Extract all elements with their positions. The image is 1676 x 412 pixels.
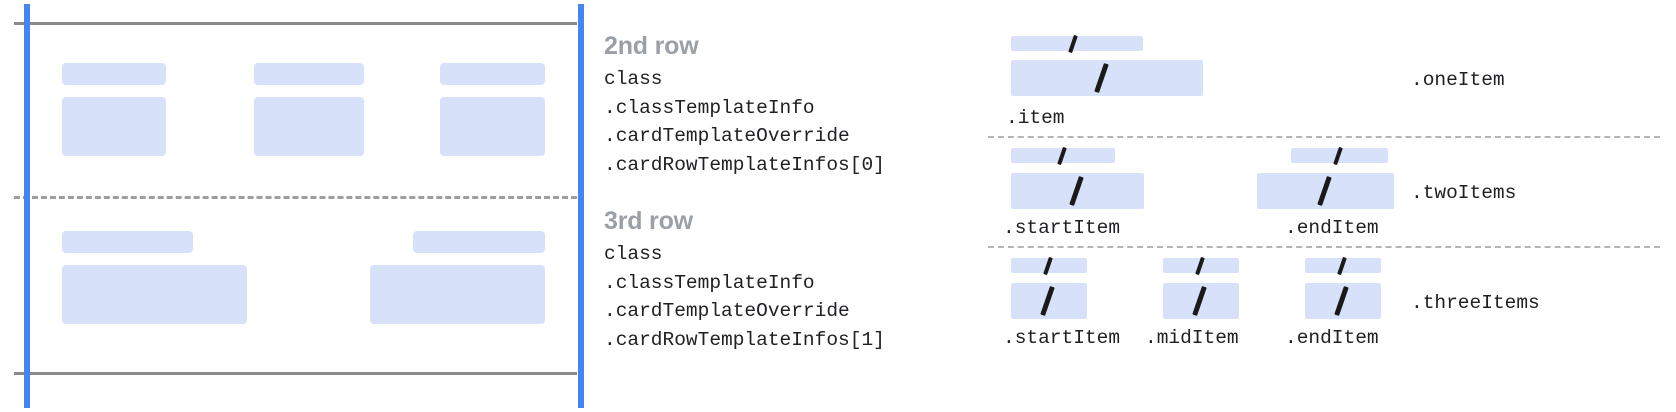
slash-glyph xyxy=(1317,176,1332,206)
placeholder-bar xyxy=(1305,256,1381,276)
placeholder-box xyxy=(1011,173,1144,209)
placeholder-bar xyxy=(440,63,545,85)
placeholder-box xyxy=(1011,283,1087,319)
slash-glyph xyxy=(1068,34,1078,54)
slash-glyph xyxy=(1069,176,1084,206)
placeholder-box xyxy=(254,97,364,156)
annotation-line: .cardTemplateOverride xyxy=(604,125,850,147)
placeholder-box xyxy=(62,265,247,324)
slash-glyph xyxy=(1094,63,1109,93)
annotation-line: .classTemplateInfo xyxy=(604,96,815,119)
variant-item-label: .startItem xyxy=(1003,217,1121,239)
variant-separator xyxy=(988,136,1660,138)
placeholder-box xyxy=(440,97,545,156)
annotation-line: class xyxy=(604,243,663,265)
bottom-boundary-rule xyxy=(14,372,577,375)
slash-glyph xyxy=(1057,146,1067,166)
card-row-preview-panel xyxy=(0,0,592,412)
placeholder-bar xyxy=(1011,146,1115,166)
slash-glyph xyxy=(1043,256,1053,276)
slash-glyph xyxy=(1192,286,1207,316)
placeholder-bar xyxy=(254,63,364,85)
placeholder-box xyxy=(1011,60,1203,96)
slash-glyph xyxy=(1337,256,1347,276)
item-variant-panel: .item .oneItem .startItem xyxy=(980,0,1676,412)
left-guide-line xyxy=(24,4,30,408)
slash-glyph xyxy=(1333,146,1343,166)
annotation-line: .classTemplateInfo xyxy=(604,271,815,294)
placeholder-box xyxy=(1163,283,1239,319)
top-boundary-rule xyxy=(14,22,577,25)
variant-group-label: .threeItems xyxy=(1411,292,1540,314)
placeholder-bar xyxy=(1163,256,1239,276)
variant-item-label: .item xyxy=(1006,107,1065,129)
right-guide-line xyxy=(578,4,584,408)
placeholder-bar xyxy=(62,231,193,253)
annotation-line: .cardRowTemplateInfos[0] xyxy=(604,153,885,176)
variant-separator xyxy=(988,246,1660,248)
placeholder-box xyxy=(1305,283,1381,319)
annotation-line: .cardTemplateOverride xyxy=(604,300,850,322)
annotation-title: 3rd row xyxy=(604,207,693,235)
annotation-group-second-row: 2nd row class .classTemplateInfo .cardTe… xyxy=(604,30,885,179)
placeholder-box xyxy=(62,97,166,156)
placeholder-bar xyxy=(413,231,545,253)
variant-group-label: .twoItems xyxy=(1411,182,1517,204)
variant-item-label: .startItem xyxy=(1003,327,1121,349)
variant-item-label: .endItem xyxy=(1285,327,1379,349)
annotation-line: .cardRowTemplateInfos[1] xyxy=(604,328,885,351)
variant-item-label: .endItem xyxy=(1285,217,1379,239)
variant-item-label: .midItem xyxy=(1145,327,1239,349)
slash-glyph xyxy=(1040,286,1055,316)
row-divider-dashed xyxy=(14,196,577,199)
placeholder-bar xyxy=(1011,34,1143,54)
placeholder-bar xyxy=(62,63,166,85)
placeholder-bar xyxy=(1291,146,1388,166)
slash-glyph xyxy=(1195,256,1205,276)
placeholder-box xyxy=(1257,173,1394,209)
placeholder-box xyxy=(370,265,545,324)
annotation-title: 2nd row xyxy=(604,32,699,60)
placeholder-bar xyxy=(1011,256,1087,276)
annotation-panel: 2nd row class .classTemplateInfo .cardTe… xyxy=(600,0,960,412)
variant-group-label: .oneItem xyxy=(1411,69,1505,91)
annotation-line: class xyxy=(604,68,663,90)
annotation-group-third-row: 3rd row class .classTemplateInfo .cardTe… xyxy=(604,205,885,354)
slash-glyph xyxy=(1334,286,1349,316)
